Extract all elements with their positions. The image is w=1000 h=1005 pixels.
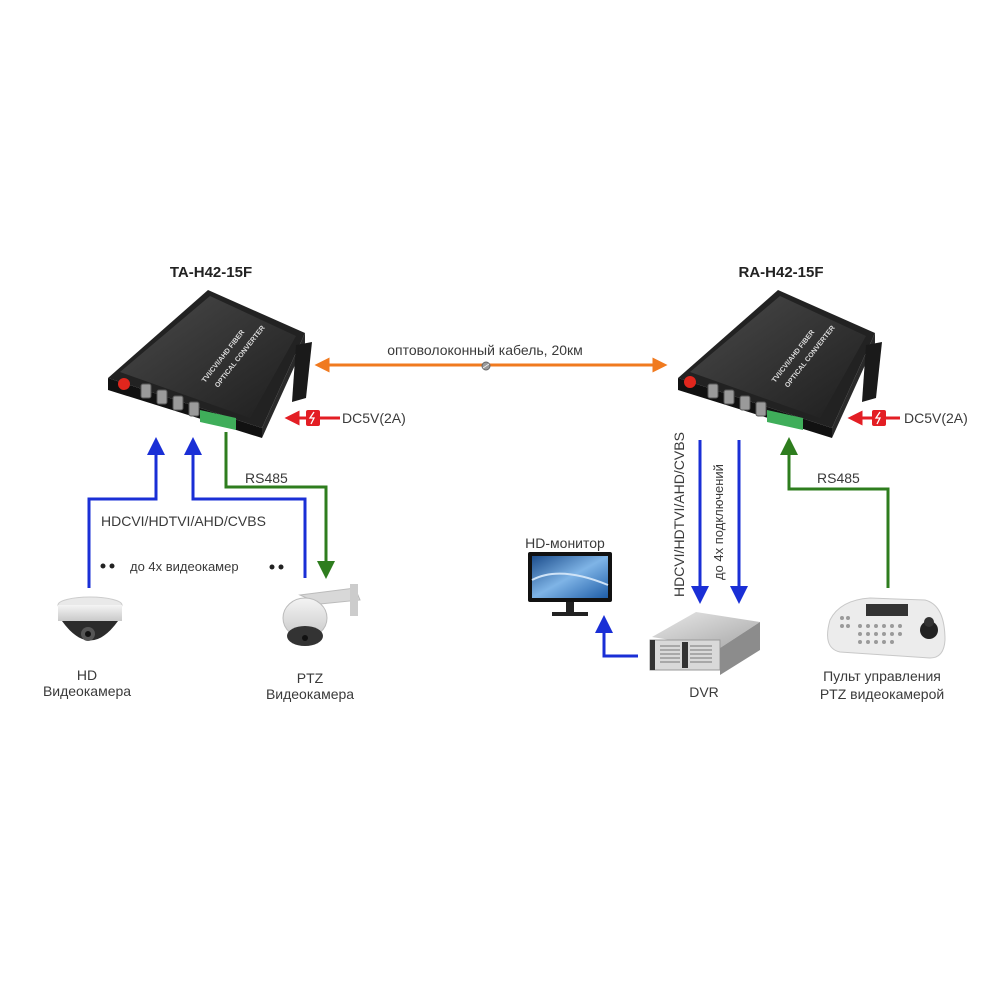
dvr-label: DVR [689,684,719,700]
fiber-port-icon [118,378,130,390]
transmitter-power-label: DC5V(2A) [342,410,406,426]
fiber-port-icon [684,376,696,388]
ptz-camera-label-line2: Видеокамера [265,686,355,702]
rs485-label-left: RS485 [245,470,288,486]
video-arrow-hd-camera [87,437,165,588]
ptz-controller-label: Пульт управления PTZ видеокамерой [820,667,944,703]
receiver-model: RA-H42-15F [738,264,824,281]
hd-monitor-icon [528,552,612,616]
rs485-arrow-right [780,437,890,588]
ptz-controller-icon [827,597,946,659]
rs485-arrow-left [224,432,335,579]
transmitter-power [284,410,340,426]
left-video-lines [87,437,307,588]
video-arrow-ptz-camera [184,437,307,578]
receiver-power [847,410,900,426]
ptz-controller-label-line1: Пульт управления [823,668,941,684]
ptz-camera-label-line1: PTZ [296,670,324,686]
ptz-controller-label-line2: PTZ видеокамерой [819,686,945,702]
hd-camera-label: HD Видеокамера [43,667,131,699]
receiver-device: TVI/CVI/AHD FIBER OPTICAL CONVERTER [678,290,882,438]
cameras-count-note: до 4х видеокамер [130,559,239,574]
rs485-label-right: RS485 [817,470,860,486]
fiber-cable-label: оптоволоконный кабель, 20км [387,342,583,358]
right-video-signal-label: HDCVI/HDTVI/AHD/CVBS [671,432,687,597]
receiver-power-label: DC5V(2A) [904,410,968,426]
hd-monitor-label: HD-монитор [525,535,605,551]
dvr-icon [649,612,760,675]
connections-count-note: до 4х подключений [711,464,726,580]
right-video-lines [595,440,748,658]
left-video-signal-label: HDCVI/HDTVI/AHD/CVBS [101,513,266,529]
transmitter-device: TVI/CVI/AHD FIBER OPTICAL CONVERTER [108,290,312,438]
transmitter-model: TA-H42-15F [169,264,253,281]
ptz-camera-label: PTZ Видеокамера [266,670,354,702]
hd-camera-label-line2: Видеокамера [42,683,132,699]
hd-camera-icon [57,596,123,641]
left-dots [100,563,284,570]
ptz-camera-icon [282,584,361,646]
fiber-link [314,357,668,373]
hd-camera-label-line1: HD [76,667,98,683]
video-arrow-monitor [595,615,638,658]
